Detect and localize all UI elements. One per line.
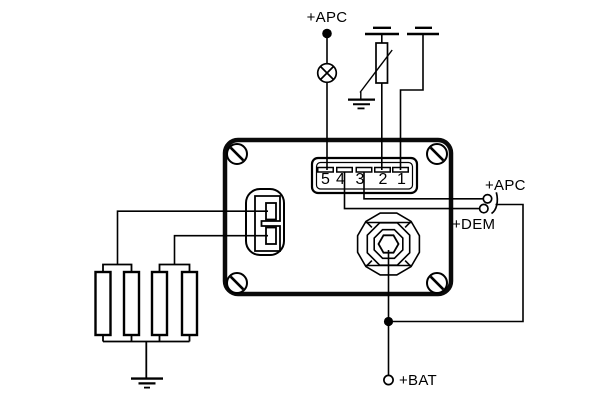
wire-pin-upper-glowplugs [116,210,268,265]
glow-plug-bank [94,263,199,378]
screw-icon [226,272,248,294]
glow-plug [180,270,199,337]
power-stud-terminal [356,212,421,276]
ground-icon-top-right [407,26,439,36]
wire-ground-pin1 [399,34,424,170]
temperature-sensor-icon [359,34,393,170]
two-pin-connector [245,188,285,256]
ground-icon-sensor [348,98,375,110]
pin-label-5: 5 [321,171,330,188]
glow-plug [122,270,141,337]
label-bat: +BAT [399,372,438,389]
wire-pin-lower-glowplugs [173,234,268,265]
apc-terminal-dot [322,28,332,39]
ground-icon-glow-plugs [131,377,163,389]
pin-label-1: 1 [397,171,406,188]
battery-terminal [383,374,394,386]
screw-icon [426,143,448,165]
label-apc-top: +APC [306,9,348,26]
indicator-lamp-icon [316,62,338,84]
screw-icon [226,143,248,165]
label-apc-switch: +APC [485,177,526,194]
ground-icon-top-left [365,26,399,36]
wire-pin4-switch [343,172,480,210]
pin-label-4: 4 [336,171,345,188]
screw-icon [426,272,448,294]
label-dem: +DEM [452,216,496,233]
wire-pin3-switch [363,172,484,200]
glow-plug [94,270,112,337]
glow-plug [150,270,169,337]
wire-switch-battery [388,203,524,323]
pin-label-3: 3 [355,171,365,188]
pin-label-2: 2 [378,171,388,188]
ignition-switch-icon [478,192,499,215]
junction-dot [383,316,394,327]
pin-bar-5 [317,166,334,173]
